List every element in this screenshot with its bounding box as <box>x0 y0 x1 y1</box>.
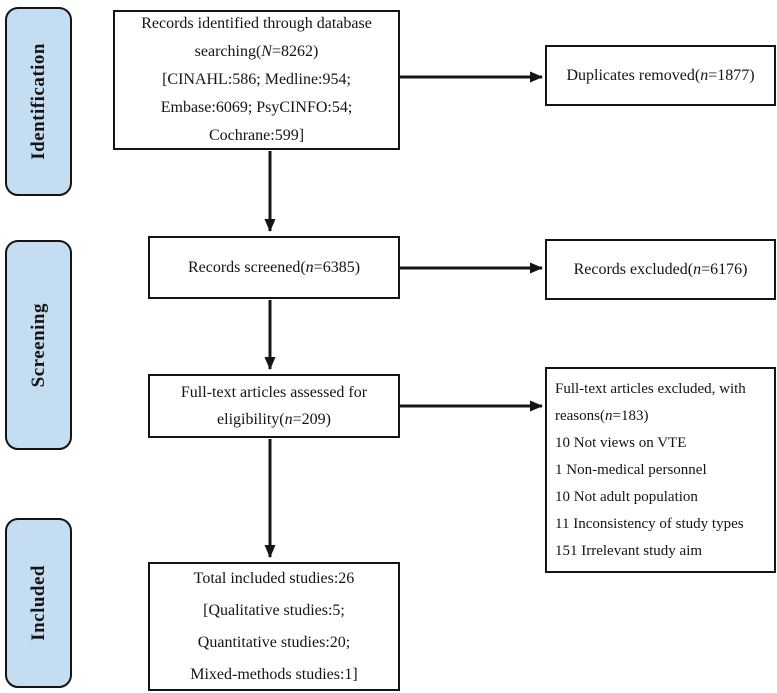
box-total-included: Total included studies:26 [Qualitative s… <box>148 562 400 691</box>
stage-screening: Screening <box>5 240 72 450</box>
stage-included-label: Included <box>27 565 49 641</box>
records-identified-line3: [CINAHL:586; Medline:954; <box>162 71 351 88</box>
exclusion-reason: 10 Not adult population <box>555 488 698 505</box>
total-included-line2: [Qualitative studies:5; <box>203 601 345 619</box>
fulltext-assessed-line2: eligibility(n=209) <box>217 411 331 428</box>
total-included-line3: Quantitative studies:20; <box>197 633 351 651</box>
records-screened-line: Records screened(n=6385) <box>187 258 361 276</box>
exclusion-reason: 151 Irrelevant study aim <box>555 542 703 559</box>
records-identified-line4: Embase:6069; PsyCINFO:54; <box>160 99 353 116</box>
records-identified-line5: Cochrane:599] <box>208 127 305 144</box>
exclusion-reason: 10 Not views on VTE <box>555 434 687 451</box>
box-records-screened: Records screened(n=6385) <box>148 236 400 299</box>
box-records-identified: Records identified through database sear… <box>113 10 400 150</box>
stage-screening-label: Screening <box>27 302 49 388</box>
duplicates-removed-line: Duplicates removed(n=1877) <box>566 66 755 84</box>
records-excluded-line: Records excluded(n=6176) <box>573 260 748 278</box>
box-duplicates-removed: Duplicates removed(n=1877) <box>545 45 776 106</box>
fulltext-assessed-line1: Full-text articles assessed for <box>180 383 368 401</box>
total-included-line1: Total included studies:26 <box>193 569 355 587</box>
records-identified-line1: Records identified through database <box>141 15 372 32</box>
fulltext-excluded-line1: Full-text articles excluded, with <box>555 380 746 397</box>
total-included-line4: Mixed-methods studies:1] <box>190 665 358 683</box>
box-fulltext-assessed: Full-text articles assessed for eligibil… <box>148 374 400 438</box>
records-identified-line2: searching(N=8262) <box>194 43 319 60</box>
fulltext-excluded-line2: reasons(n=183) <box>555 407 649 424</box>
box-fulltext-excluded: Full-text articles excluded, with reason… <box>545 367 776 573</box>
box-records-excluded: Records excluded(n=6176) <box>545 239 776 300</box>
stage-identification: Identification <box>5 7 72 196</box>
exclusion-reason: 1 Non-medical personnel <box>555 461 707 478</box>
stage-included: Included <box>5 518 72 688</box>
stage-identification-label: Identification <box>27 43 49 160</box>
exclusion-reason: 11 Inconsistency of study types <box>555 515 744 532</box>
